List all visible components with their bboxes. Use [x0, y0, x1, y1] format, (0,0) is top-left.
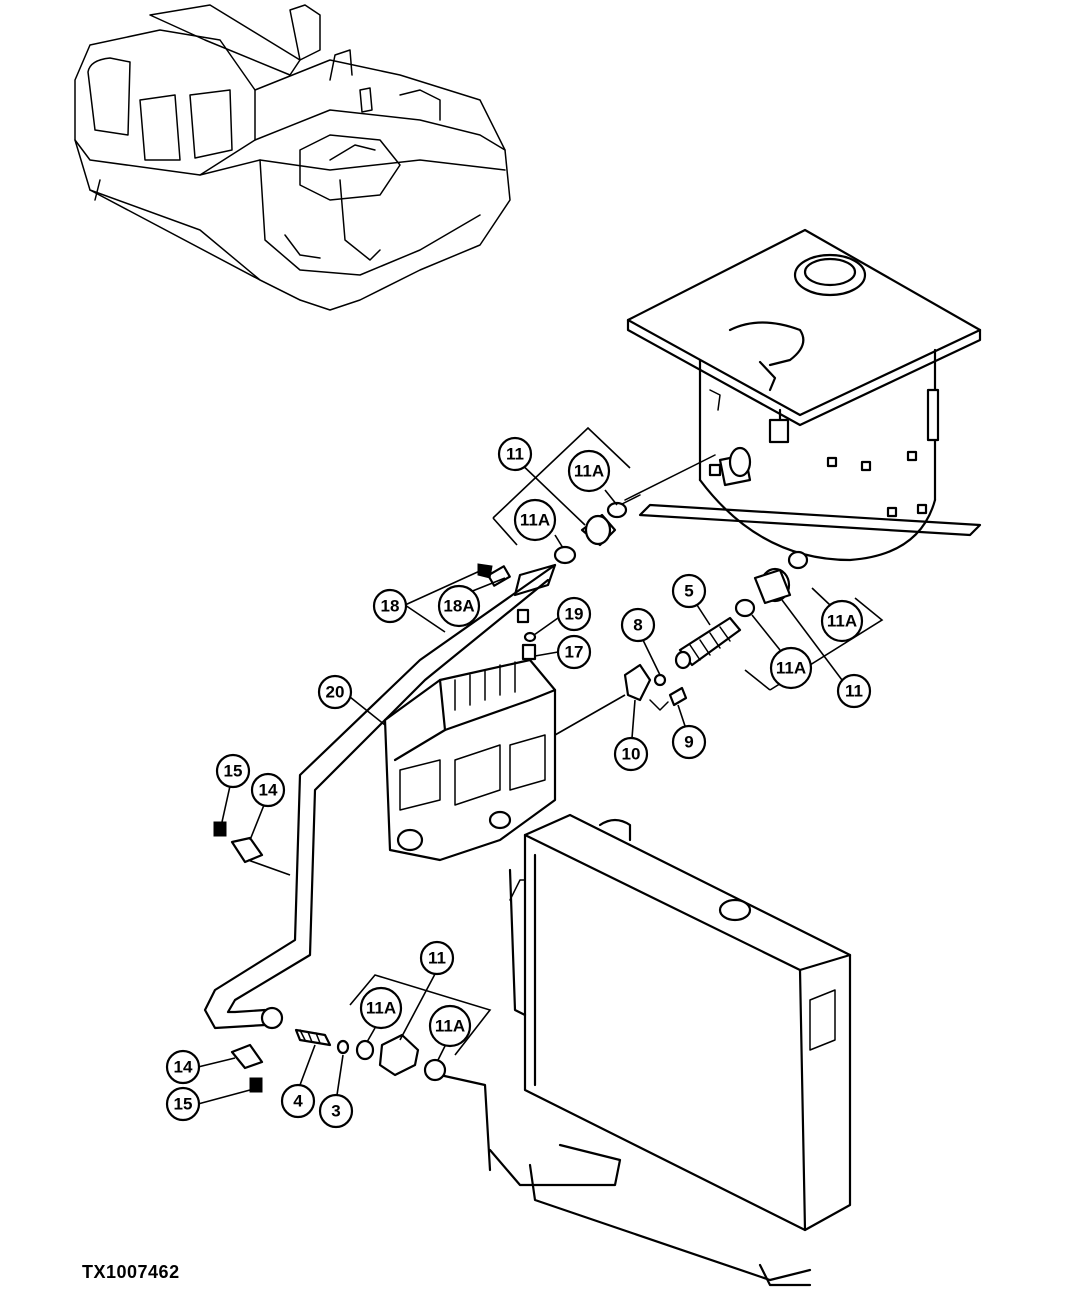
callout-11a-right-lower: 11A [751, 614, 813, 690]
svg-text:15: 15 [174, 1095, 193, 1114]
callout-11-right: 11 [781, 599, 872, 709]
right-hose-fittings [623, 550, 884, 711]
callout-11a-top-right: 11A [567, 449, 618, 506]
svg-text:8: 8 [633, 616, 642, 635]
callout-18: 18 [372, 563, 493, 633]
svg-text:14: 14 [174, 1058, 193, 1077]
svg-text:5: 5 [684, 582, 693, 601]
svg-text:11: 11 [506, 445, 524, 464]
callout-3: 3 [318, 1054, 354, 1129]
callout-11a-lower-left: 11A [359, 986, 403, 1043]
svg-text:17: 17 [565, 643, 584, 662]
svg-text:4: 4 [293, 1092, 303, 1111]
svg-text:11: 11 [845, 682, 863, 701]
svg-text:14: 14 [259, 781, 278, 800]
svg-text:15: 15 [224, 762, 243, 781]
callout-5: 5 [671, 573, 711, 626]
callout-11-lower: 11 [399, 940, 455, 1041]
hydraulic-tank [619, 228, 982, 562]
callout-11a-lower-right: 11A [428, 1004, 472, 1061]
lower-fittings [213, 821, 492, 1093]
callout-15-upper: 15 [215, 753, 251, 823]
oil-cooler [438, 813, 852, 1287]
svg-text:20: 20 [326, 683, 345, 702]
svg-text:11A: 11A [366, 999, 396, 1018]
excavator-overview [74, 4, 511, 311]
callout-17: 17 [534, 634, 592, 670]
callout-4: 4 [280, 1044, 316, 1119]
callout-14-lower: 14 [165, 1049, 236, 1085]
svg-text:11A: 11A [776, 659, 806, 678]
figure-id: TX1007462 [82, 1262, 180, 1282]
svg-text:11: 11 [428, 949, 446, 968]
svg-text:18: 18 [381, 597, 400, 616]
callout-18a: 18A [437, 577, 506, 628]
upper-hose-fittings [492, 426, 631, 597]
callout-9: 9 [671, 704, 707, 760]
svg-text:11A: 11A [827, 612, 857, 631]
svg-text:19: 19 [565, 605, 584, 624]
callout-14-upper: 14 [249, 772, 286, 841]
callout-19: 19 [523, 596, 592, 643]
callout-11a-top-left: 11A [513, 498, 564, 549]
svg-text:18A: 18A [443, 597, 474, 616]
control-valve [383, 608, 626, 862]
callout-8: 8 [620, 607, 661, 676]
svg-text:11A: 11A [435, 1017, 465, 1036]
pipe-assembly [203, 563, 557, 1030]
callout-10: 10 [613, 699, 649, 772]
callout-15-lower: 15 [165, 1086, 251, 1122]
callout-20: 20 [317, 674, 386, 726]
svg-text:11A: 11A [520, 511, 550, 530]
svg-text:10: 10 [622, 745, 641, 764]
svg-text:3: 3 [331, 1102, 340, 1121]
callout-11a-right-upper: 11A [811, 587, 864, 643]
svg-text:9: 9 [684, 733, 693, 752]
svg-text:11A: 11A [574, 462, 604, 481]
callout-11-top: 11 [497, 436, 586, 526]
